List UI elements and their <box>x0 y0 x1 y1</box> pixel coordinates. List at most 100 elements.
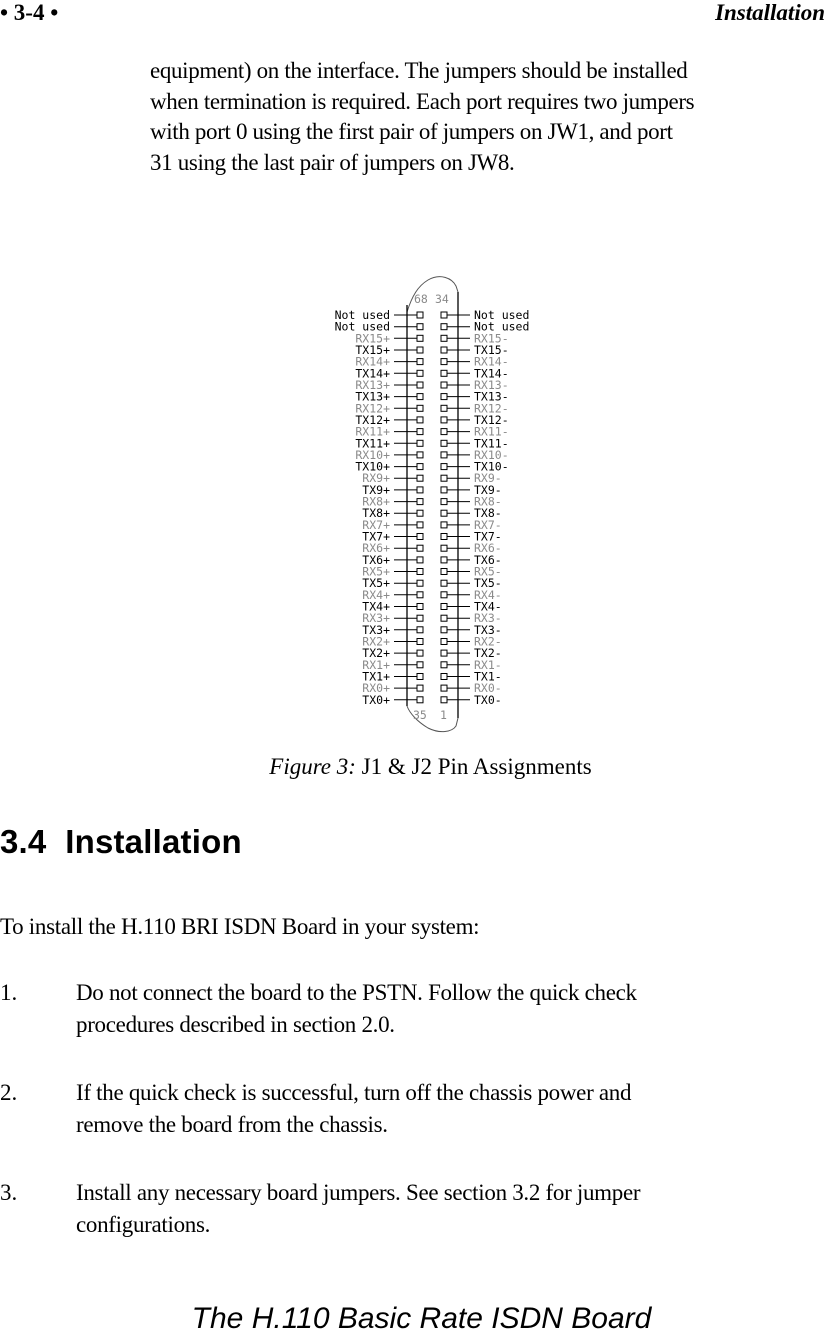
right-pin-label: TX5- <box>474 576 502 590</box>
right-pin-label: RX2- <box>474 635 502 649</box>
left-pin-pad <box>416 696 424 704</box>
pin-row: TX7+TX7- <box>362 530 501 544</box>
intro-paragraph: equipment) on the interface. The jumpers… <box>150 56 825 178</box>
left-pin-pad <box>416 393 424 401</box>
left-pin-pad <box>416 533 424 540</box>
intro-line: equipment) on the interface. The jumpers… <box>150 58 688 83</box>
right-pin-pad <box>440 404 448 412</box>
right-pin-pad <box>440 684 448 692</box>
right-pin-label: RX11- <box>474 425 509 439</box>
left-pin-pad <box>416 486 424 494</box>
pin-row: RX5+RX5- <box>362 565 501 579</box>
right-pin-label: RX3- <box>474 611 502 625</box>
left-pin-label: TX7+ <box>362 530 390 544</box>
left-pin-pad <box>416 579 424 587</box>
pin-row: TX13+TX13- <box>355 390 508 404</box>
pin-row: RX9+RX9- <box>362 471 501 485</box>
running-header-title: Installation <box>715 0 825 25</box>
left-pin-label: RX3+ <box>362 611 390 625</box>
right-pin-pad <box>440 369 448 377</box>
connector-outline <box>406 276 459 733</box>
right-pin-label: TX2- <box>474 646 502 660</box>
right-pin-label: RX6- <box>474 541 502 555</box>
right-pin-pad <box>440 603 448 610</box>
step-text-line: remove the board from the chassis. <box>76 1112 388 1137</box>
pin-row: TX4+ TX4- <box>362 600 501 614</box>
figure-caption: Figure 3: J1 & J2 Pin Assignments <box>0 752 825 782</box>
right-pin-pad <box>440 626 448 634</box>
left-pin-label: TX12+ <box>355 413 390 427</box>
right-pin-pad <box>440 579 448 587</box>
left-pin-label: RX8+ <box>362 495 390 509</box>
pin-row: TX15+TX15- <box>355 343 508 357</box>
left-pin-label: RX9+ <box>362 471 390 485</box>
left-pin-pad <box>416 649 424 657</box>
left-pin-pad <box>416 591 424 599</box>
left-pin-pad <box>416 521 424 529</box>
pin-row: RX15+RX15- <box>355 331 508 345</box>
pin-row: TX14+TX14- <box>355 366 508 380</box>
left-pin-label: TX8+ <box>362 506 390 520</box>
step-number: 2. <box>0 1080 18 1105</box>
left-pin-label: RX2+ <box>362 635 390 649</box>
left-pin-label: TX4+ <box>362 600 390 614</box>
right-pin-label: TX6- <box>474 553 502 567</box>
left-pin-pad <box>416 439 424 447</box>
left-pin-pad <box>416 358 424 366</box>
left-pin-label: RX5+ <box>362 565 390 579</box>
right-pin-label: RX13- <box>474 378 509 392</box>
right-pin-label: RX8- <box>474 495 502 509</box>
pin-row: RX7+RX7- <box>362 518 501 532</box>
right-pin-label: TX13- <box>474 390 509 404</box>
right-pin-pad <box>440 568 448 575</box>
right-pin-pad <box>440 323 448 331</box>
left-pin-label: RX0+ <box>362 681 390 695</box>
left-pin-label: RX13+ <box>355 378 390 392</box>
right-pin-pad <box>440 544 448 552</box>
left-pin-label: TX11+ <box>355 436 390 450</box>
left-pin-pad <box>416 463 424 471</box>
figure-title: J1 & J2 Pin Assignments <box>361 754 592 779</box>
pin-numbers: 68 34 35 1 <box>413 292 449 722</box>
left-pin-label: TX9+ <box>362 483 390 497</box>
right-pin-pad <box>440 556 448 564</box>
pin-row: RX14+RX14- <box>355 355 508 369</box>
pin-row: TX3+TX3- <box>362 623 501 637</box>
right-pin-pad <box>440 428 448 436</box>
left-pin-label: RX7+ <box>362 518 390 532</box>
left-pin-label: RX15+ <box>355 331 390 345</box>
pin-row: RX0+RX0- <box>362 681 501 695</box>
left-pin-pad <box>416 603 424 610</box>
right-pin-pad <box>440 649 448 657</box>
right-pin-label: RX14- <box>474 355 509 369</box>
right-pin-label: RX10- <box>474 448 509 462</box>
pin-row: TX10+TX10- <box>355 460 508 474</box>
section-heading: 3.4 Installation <box>0 823 242 860</box>
right-pin-pad <box>440 521 448 529</box>
right-pin-label: Not used <box>474 320 529 334</box>
left-pin-pad <box>416 544 424 552</box>
left-pin-label: RX4+ <box>362 588 390 602</box>
right-pin-pad <box>440 509 448 517</box>
left-pin-pad <box>416 684 424 692</box>
right-pin-pad <box>440 358 448 366</box>
right-pin-label: TX1- <box>474 670 502 684</box>
left-pin-pad <box>416 323 424 331</box>
right-pin-pad <box>440 614 448 622</box>
pin-row: TX2+TX2- <box>362 646 501 660</box>
left-pin-pad <box>416 381 424 389</box>
pin-row: RX3+ RX3- <box>362 611 501 625</box>
left-pin-pad <box>416 416 424 424</box>
right-pin-label: TX15- <box>474 343 509 357</box>
figure-label: Figure 3: <box>269 754 356 779</box>
pin-number-34: 34 <box>435 292 449 306</box>
right-pin-label: TX4- <box>474 600 502 614</box>
left-pin-pad <box>416 334 424 342</box>
right-pin-label: Not used <box>474 308 529 322</box>
right-pin-pad <box>440 533 448 540</box>
connector-rails <box>406 292 459 718</box>
left-pin-label: TX1+ <box>362 670 390 684</box>
